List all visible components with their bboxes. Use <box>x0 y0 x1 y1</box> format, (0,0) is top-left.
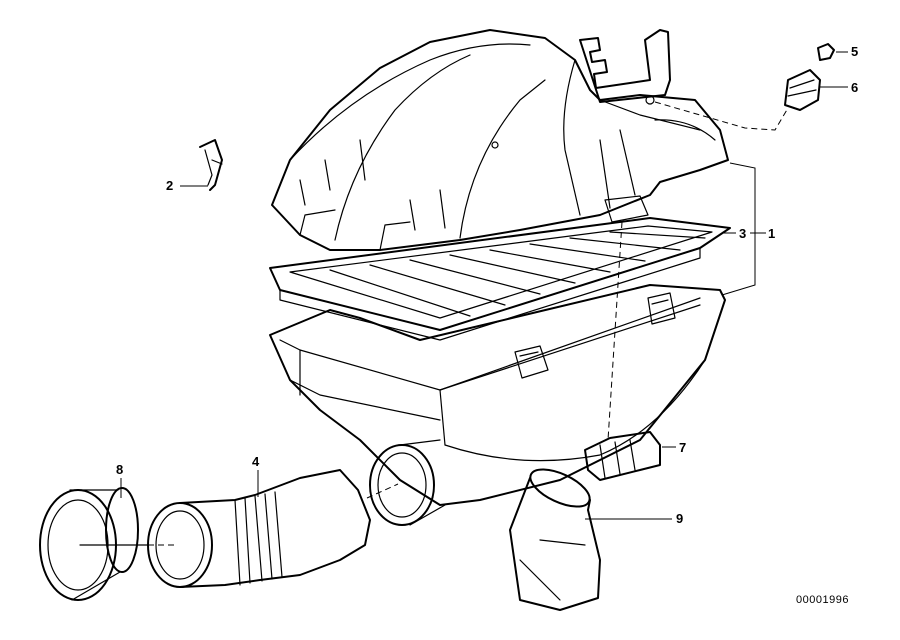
intake-funnel <box>39 487 149 601</box>
grommet-part <box>784 69 821 111</box>
label-part-7: 7 <box>679 440 687 455</box>
intake-duct <box>509 468 601 611</box>
intake-boot <box>147 469 371 588</box>
label-part-6: 6 <box>851 80 859 95</box>
label-part-3: 3 <box>739 226 747 241</box>
label-part-4: 4 <box>252 454 260 469</box>
label-part-8: 8 <box>116 462 124 477</box>
holder-part <box>584 431 661 481</box>
filter-element <box>269 217 731 341</box>
label-part-5: 5 <box>851 44 859 59</box>
clip-part <box>199 139 223 191</box>
label-part-9: 9 <box>676 511 684 526</box>
label-part-1: 1 <box>768 226 776 241</box>
label-part-2: 2 <box>166 178 174 193</box>
filter-housing-lower <box>269 284 726 526</box>
diagram-reference-number: 00001996 <box>796 594 849 606</box>
cap-part <box>817 43 835 61</box>
filter-housing-cover <box>271 29 729 251</box>
